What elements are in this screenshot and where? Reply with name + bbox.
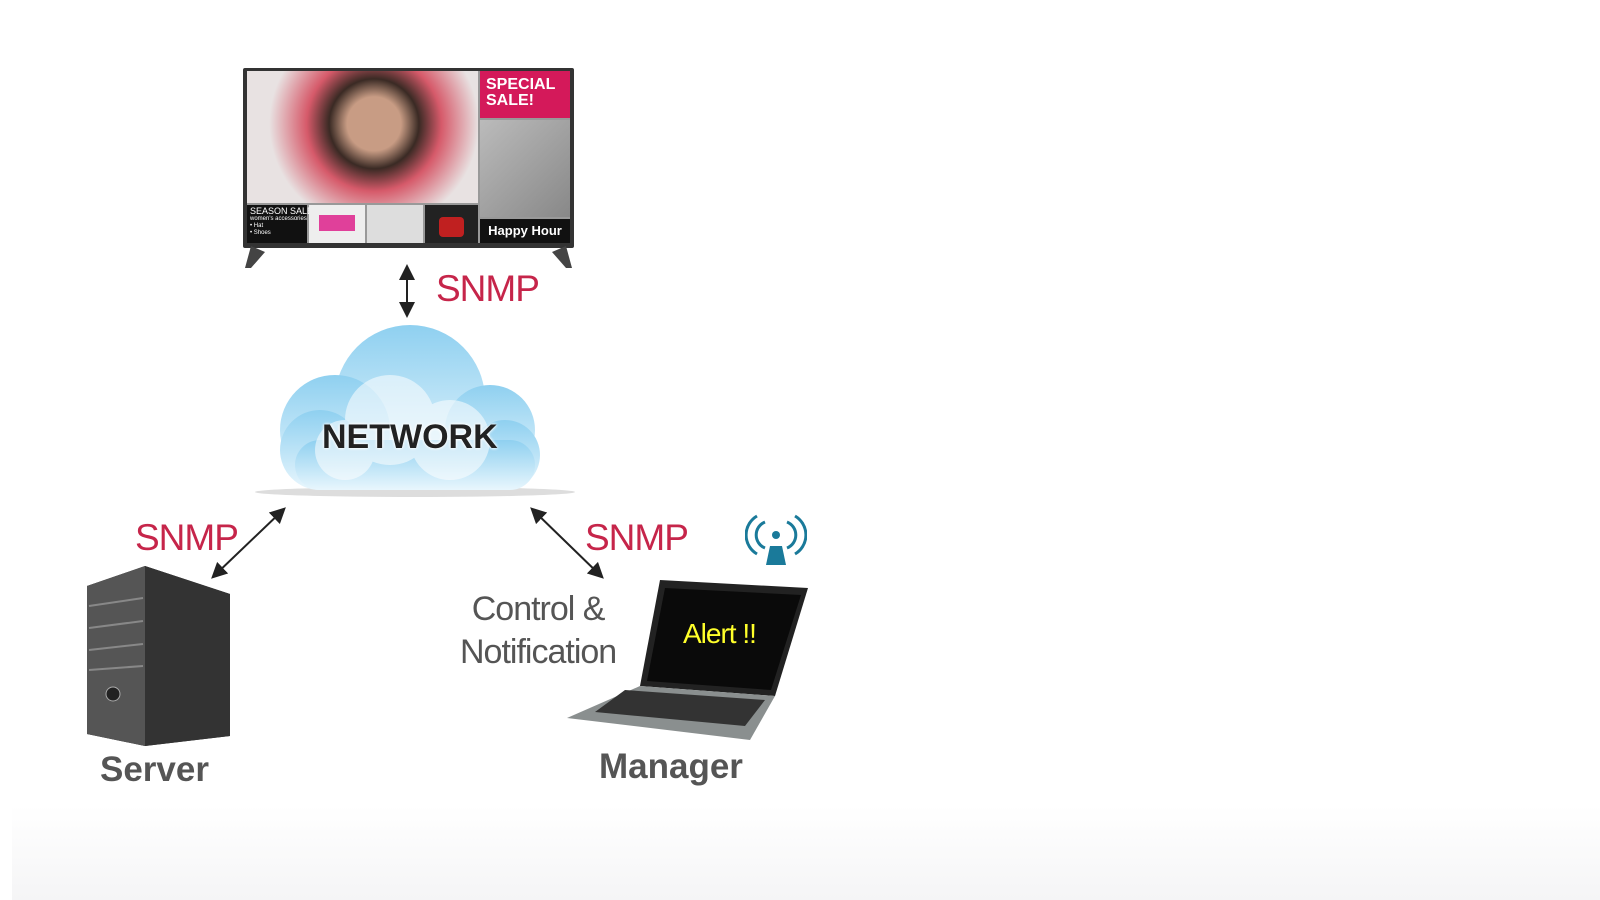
manager-label: Manager xyxy=(599,747,743,786)
tv-screen: SPECIAL SALE! Happy Hour SEASON SALE wom… xyxy=(247,71,570,243)
control-line: Control & xyxy=(471,590,606,628)
tv-season-sale: SEASON SALE women's accessories • Hat • … xyxy=(247,205,314,243)
tv-happy-hour: Happy Hour xyxy=(480,219,570,243)
tv-item: • Shoes xyxy=(250,230,271,236)
tv-shoe-image xyxy=(309,205,365,243)
tv-hat-image xyxy=(367,205,423,243)
tv-model-image xyxy=(247,71,478,203)
signage-tv: SPECIAL SALE! Happy Hour SEASON SALE wom… xyxy=(243,68,574,248)
snmp-label-server: SNMP xyxy=(135,517,239,558)
tv-item: • Hat xyxy=(250,223,264,229)
connection-arrows xyxy=(211,264,604,579)
footer-band xyxy=(12,805,1600,900)
server-icon xyxy=(87,566,230,746)
tv-special-sale: SPECIAL SALE! xyxy=(480,71,570,118)
server-label: Server xyxy=(100,750,209,789)
alert-screen-text: Alert !! xyxy=(683,618,757,649)
cloud-label: NETWORK xyxy=(322,418,498,456)
notification-line: Notification xyxy=(460,633,617,671)
arrow-server-network xyxy=(211,507,286,579)
tv-season-title: SEASON SALE xyxy=(250,206,314,216)
tv-bag-image xyxy=(425,205,478,243)
wireless-antenna-icon xyxy=(745,514,807,565)
snmp-label-manager: SNMP xyxy=(585,517,689,558)
control-notification-text: Control & Notification xyxy=(460,588,617,674)
network-cloud-icon xyxy=(255,325,575,497)
tv-season-sub: women's accessories xyxy=(250,216,307,222)
arrow-manager-network xyxy=(530,507,604,579)
tv-dancer-image xyxy=(480,120,570,217)
laptop-icon xyxy=(567,580,808,740)
snmp-label-tv: SNMP xyxy=(436,268,540,309)
